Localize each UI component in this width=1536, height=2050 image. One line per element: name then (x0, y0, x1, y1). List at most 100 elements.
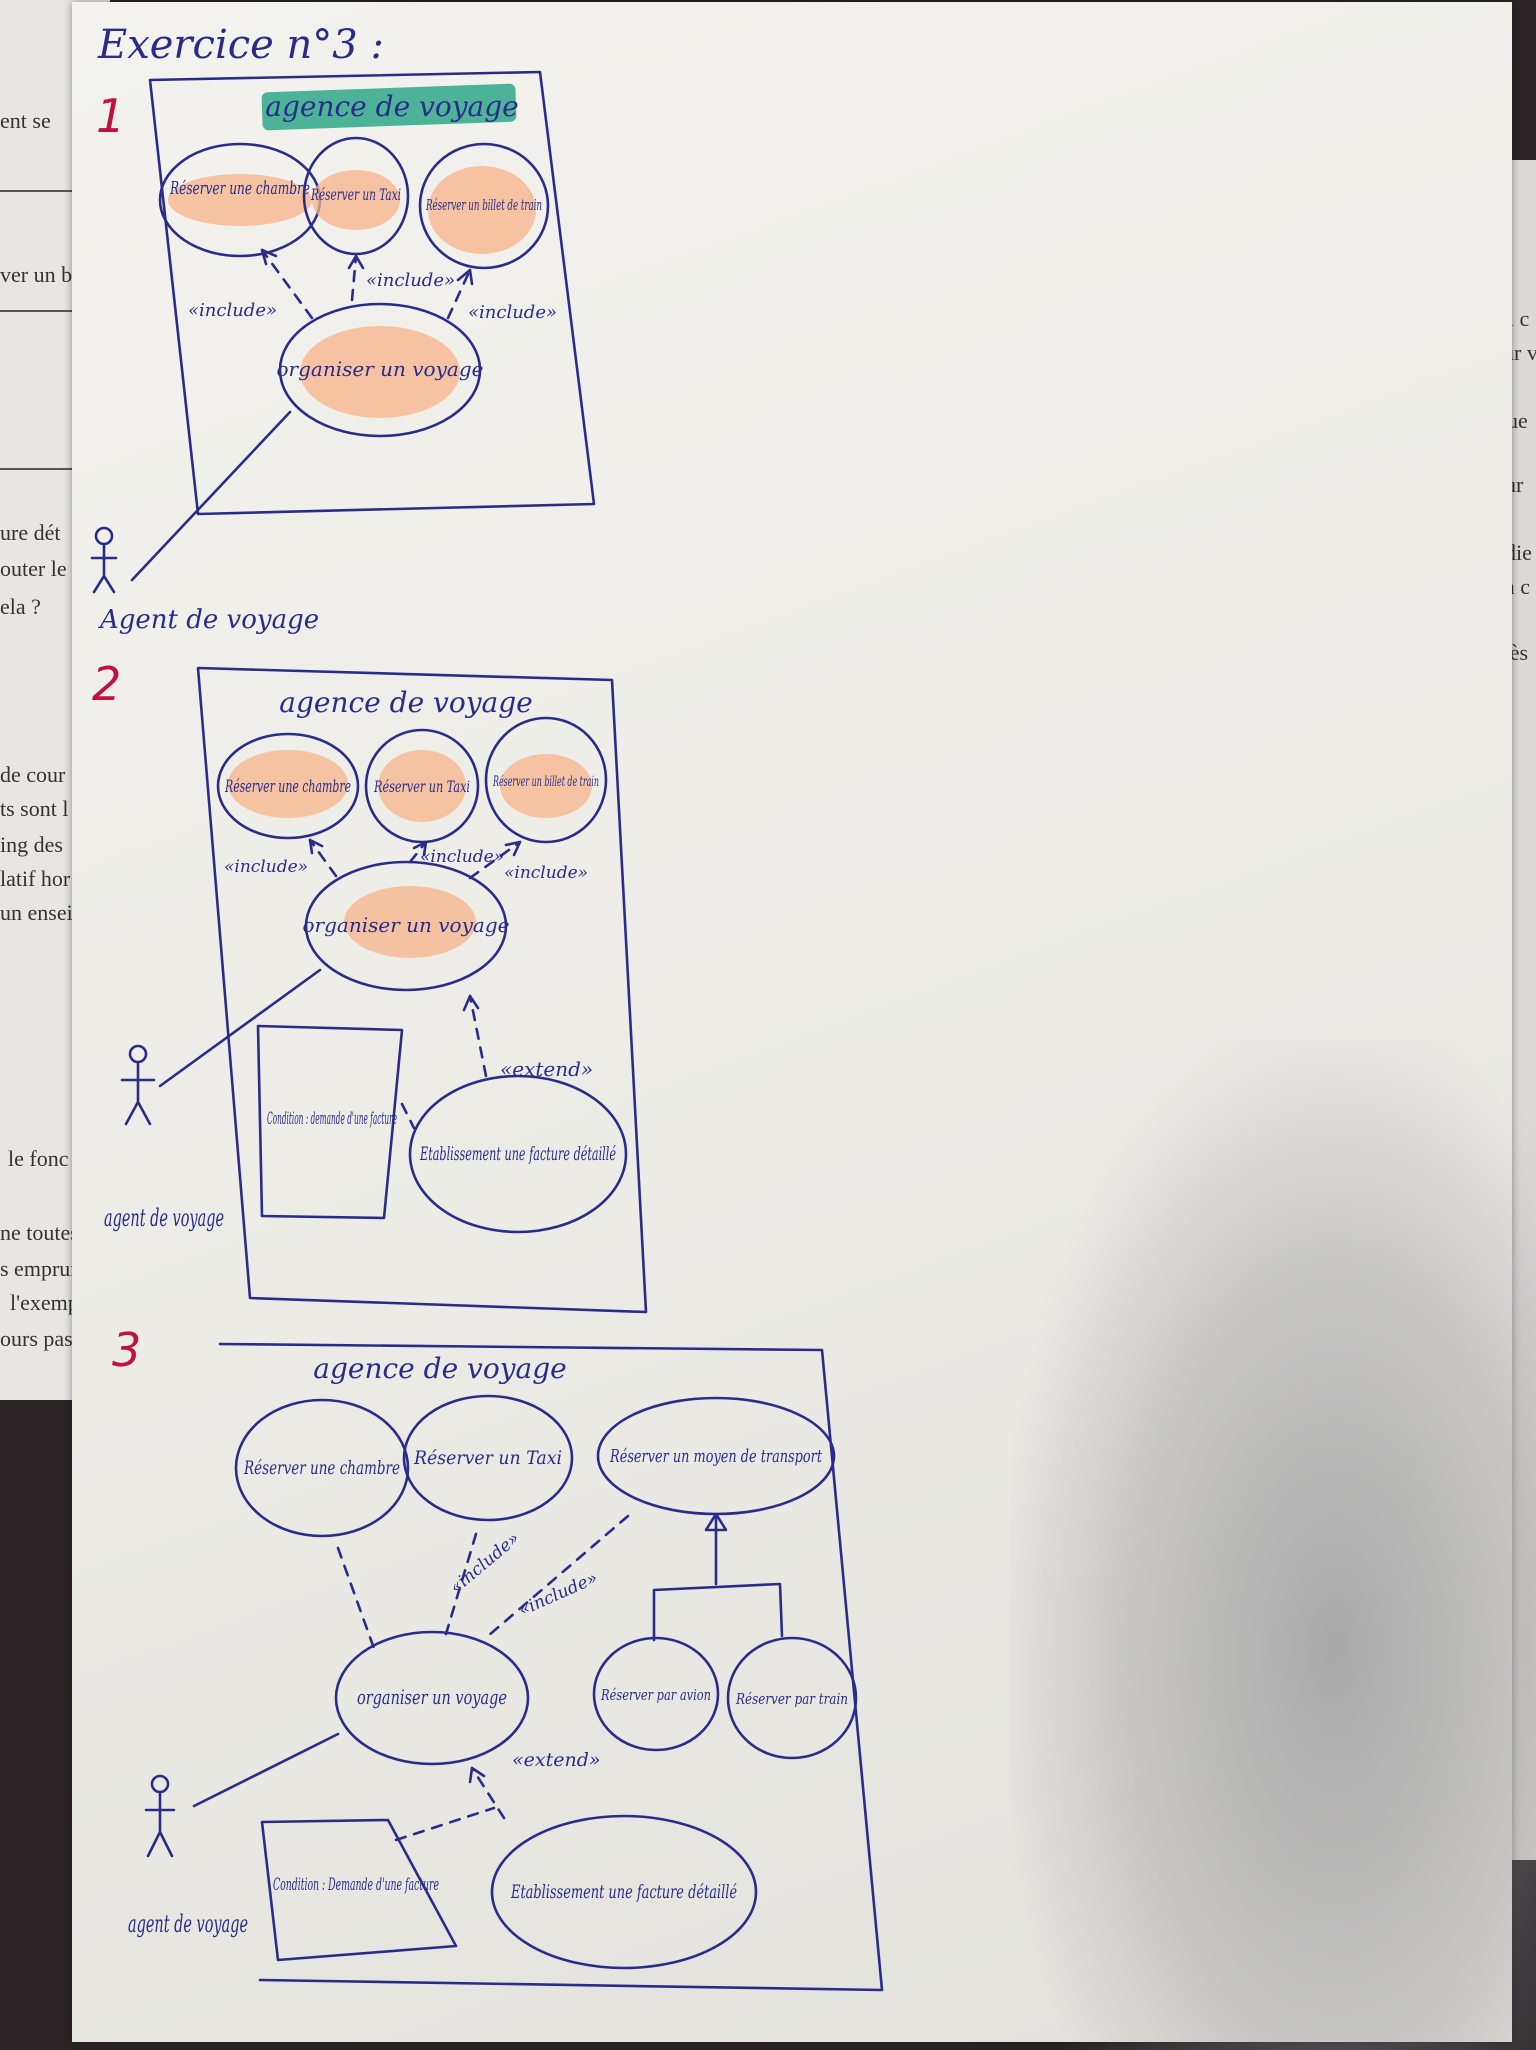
bg-text-line: outer le (0, 556, 67, 581)
arrow-head (462, 994, 480, 1012)
bg-text-line: ing des (0, 832, 63, 857)
include-arrow (446, 268, 472, 320)
use-case-reserver-train (726, 1636, 858, 1760)
association-line (192, 1732, 340, 1808)
highlight (500, 754, 592, 818)
include-label: «include» (504, 863, 588, 883)
exercise-heading: Exercice n°3 : (97, 22, 384, 68)
include-line (336, 1546, 378, 1656)
arrow-head (347, 254, 365, 270)
use-case-label: Réserver un Taxi (373, 777, 470, 796)
bg-text-line: ure dét (0, 520, 61, 545)
use-case-reserver-avion (592, 1636, 720, 1752)
condition-text: Condition : demande d'une facture (267, 1109, 397, 1129)
include-arrow (408, 840, 428, 864)
association-line (158, 968, 322, 1088)
bg-text-line: s emprun (0, 1256, 82, 1281)
actor-label: agent de voyage (128, 1910, 248, 1938)
use-case-label: Réserver une chambre (243, 1457, 400, 1479)
bg-text-line: ela ? (0, 594, 41, 619)
use-case-label: Réserver par avion (600, 1686, 711, 1704)
highlight (344, 886, 476, 958)
use-case-label: Réserver un billet de train (425, 196, 542, 214)
use-case-organiser-voyage (334, 1630, 530, 1766)
arrow-head (456, 268, 474, 286)
use-case-label: organiser un voyage (277, 357, 484, 381)
include-label: «include» (420, 847, 504, 867)
highlight (168, 174, 312, 226)
bg-text-line: ours pas (0, 1326, 73, 1351)
include-arrow (308, 838, 338, 878)
extend-label: «extend» (512, 1749, 601, 1771)
diagram-3: 3 agence de voyage Réserver une chambre … (112, 1323, 884, 1992)
generalization-head (704, 1512, 728, 1532)
bg-text-line: le fonc (8, 1146, 69, 1171)
diagram-1: 1 agence de voyage Réserver une chambre … (90, 70, 596, 635)
bg-text-line: latif hor (0, 866, 71, 891)
use-case-label: Réserver un Taxi (413, 1447, 562, 1469)
system-boundary (196, 666, 648, 1314)
arrow-head (412, 840, 428, 857)
note-link (394, 1806, 496, 1842)
use-case-reserver-taxi (402, 1394, 574, 1522)
extend-arrow (470, 1766, 506, 1820)
use-case-reserver-billet-train (418, 142, 550, 270)
bg-rule (0, 310, 76, 312)
bg-text-line: ts sont l (0, 796, 69, 821)
highlight (378, 750, 466, 822)
association-line (130, 410, 292, 582)
use-case-reserver-taxi (302, 136, 410, 256)
highlight (300, 326, 460, 418)
use-case-reserver-taxi (364, 728, 480, 844)
use-case-label: Réserver une chambre (224, 777, 351, 797)
use-case-label: Etablissement une facture détaillé (419, 1143, 616, 1165)
system-boundary (148, 70, 596, 516)
extend-label: «extend» (500, 1057, 593, 1081)
use-case-label: Etablissement une facture détaillé (510, 1881, 737, 1903)
arrow-head (504, 840, 522, 857)
title-highlight (261, 83, 517, 131)
include-arrow (350, 254, 358, 302)
diagram-2-number: 2 (92, 657, 121, 711)
bg-text-line: de cour (0, 762, 66, 787)
system-title: agence de voyage (279, 686, 532, 719)
use-case-reserver-chambre (216, 732, 360, 840)
bg-rule (0, 468, 76, 470)
use-case-label: Réserver un moyen de transport (609, 1446, 822, 1467)
system-title: agence de voyage (265, 90, 518, 123)
include-line (444, 1532, 478, 1636)
note-link (400, 1102, 416, 1130)
include-label: «include» (366, 270, 455, 291)
arrow-head (260, 248, 278, 266)
condition-text: Condition : Demande d'une facture (273, 1875, 439, 1895)
highlight (228, 750, 348, 818)
use-case-etablissement-facture (490, 1814, 758, 1970)
condition-note (256, 1024, 404, 1220)
diagram-2: 2 agence de voyage Réserver une chambre … (92, 657, 648, 1314)
diagram-3-number: 3 (112, 1323, 141, 1377)
bg-text-line: ver un b (0, 262, 73, 287)
include-arrow (468, 840, 522, 880)
use-case-label: Réserver une chambre (169, 178, 310, 199)
use-case-label: Réserver un billet de train (492, 774, 599, 790)
use-case-organiser-voyage (278, 302, 482, 438)
arrow-head (308, 838, 324, 855)
include-line (486, 1514, 630, 1638)
actor-stick-figure (120, 1044, 156, 1126)
system-title: agence de voyage (313, 1352, 566, 1385)
bg-text-line: ent se (0, 108, 51, 133)
include-label: «include» (516, 1568, 601, 1620)
bg-text-line: l'exemp (10, 1290, 79, 1315)
actor-label: Agent de voyage (98, 605, 319, 635)
include-label: «include» (468, 302, 557, 323)
use-case-label: Réserver un Taxi (310, 185, 401, 204)
use-case-reserver-chambre (234, 1398, 410, 1538)
diagram-1-number: 1 (96, 89, 125, 143)
include-label: «include» (446, 1528, 523, 1597)
condition-note (260, 1818, 458, 1962)
bg-text-line: ne toutes (0, 1220, 79, 1245)
use-case-label: organiser un voyage (303, 913, 510, 937)
use-case-label: organiser un voyage (357, 1685, 507, 1709)
bg-rule (0, 190, 76, 192)
